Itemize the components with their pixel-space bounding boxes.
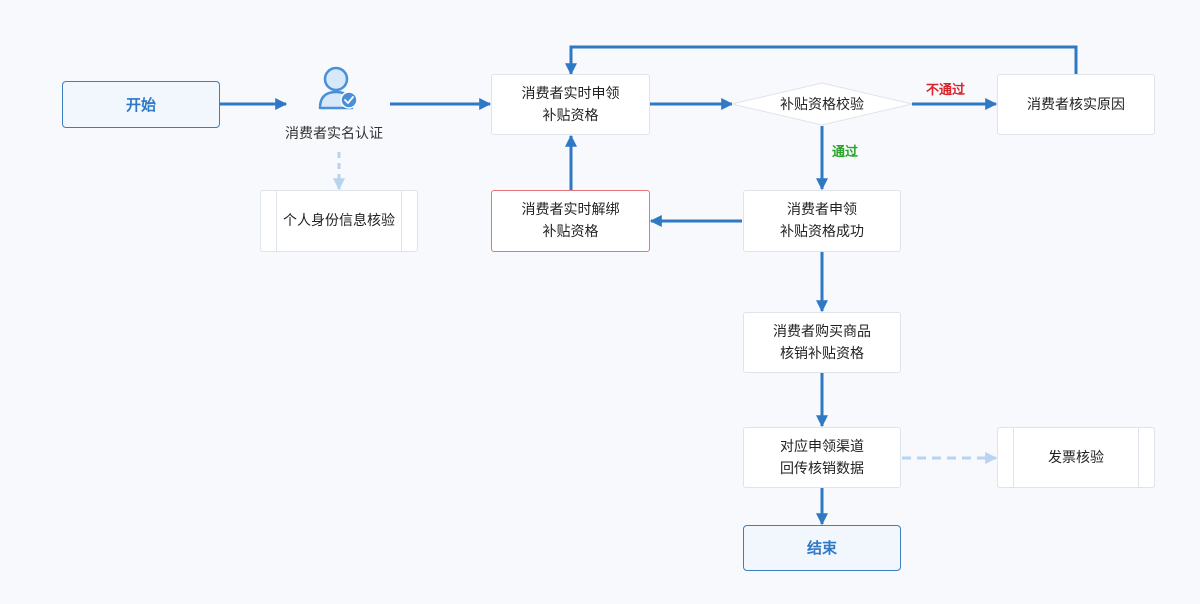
apply-success-node[interactable]: 消费者申领 补贴资格成功 [743,190,901,252]
subprocess-right-bar [1138,428,1139,487]
invoice-label: 发票核验 [1048,449,1104,466]
check-diamond [731,82,913,126]
report-label: 对应申领渠道 回传核销数据 [780,438,864,477]
end-label: 结束 [806,539,837,557]
start-node[interactable]: 开始 [62,81,220,128]
edge-reason-to-apply [565,45,1078,76]
subprocess-right-bar [401,191,402,251]
invoice-node[interactable]: 发票核验 [997,427,1155,488]
check-label: 补贴资格校验 [780,97,864,113]
purchase-label: 消费者购买商品 核销补贴资格 [773,323,871,362]
purchase-node[interactable]: 消费者购买商品 核销补贴资格 [743,312,901,373]
start-label: 开始 [125,95,156,114]
unbind-node[interactable]: 消费者实时解绑 补贴资格 [491,190,650,252]
end-node[interactable]: 结束 [743,525,901,571]
fail-edge-label: 不通过 [926,83,966,98]
realname-auth-label: 消费者实名认证 [285,126,383,142]
apply-label: 消费者实时申领 补贴资格 [521,85,620,124]
pass-edge-label: 通过 [832,145,859,160]
report-node[interactable]: 对应申领渠道 回传核销数据 [743,427,901,488]
subprocess-left-bar [276,191,277,251]
subprocess-left-bar [1013,428,1014,487]
id-verify-label: 个人身份信息核验 [283,213,395,229]
reason-label: 消费者核实原因 [1027,96,1125,113]
apply-node[interactable]: 消费者实时申领 补贴资格 [491,74,650,135]
unbind-label: 消费者实时解绑 补贴资格 [521,202,620,240]
apply-success-label: 消费者申领 补贴资格成功 [780,202,864,240]
user-verified-icon [318,66,358,110]
id-verify-node[interactable]: 个人身份信息核验 [260,190,418,252]
reason-node[interactable]: 消费者核实原因 [997,74,1155,135]
